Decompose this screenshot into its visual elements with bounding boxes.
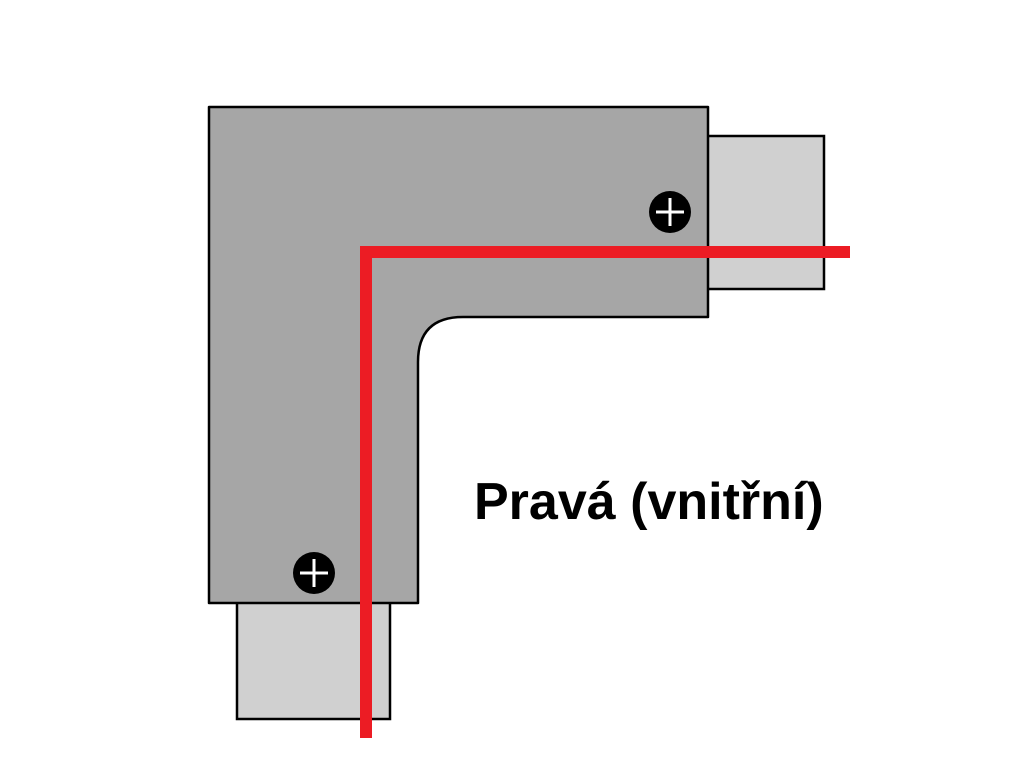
screw-icon: [293, 552, 335, 594]
connector-body: [207, 105, 710, 605]
rail-end-right: [704, 134, 826, 291]
diagram-caption: Pravá (vnitřní): [474, 473, 824, 531]
wire-path: [360, 246, 850, 738]
screw-icon: [649, 191, 691, 233]
